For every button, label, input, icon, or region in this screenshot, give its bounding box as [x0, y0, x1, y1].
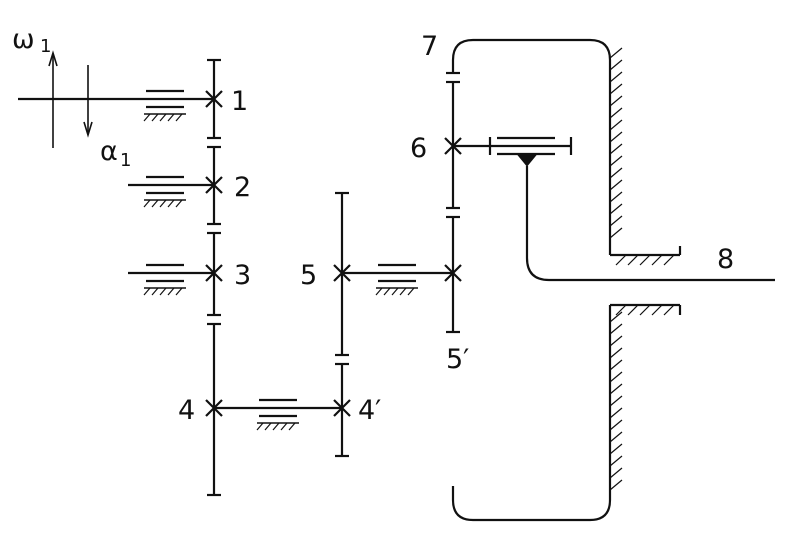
bearing-2 [143, 175, 186, 208]
gear-4-shaft [205, 399, 351, 417]
bearing-3 [143, 263, 186, 296]
output-shaft-label: 8 [717, 244, 734, 275]
gear-6-hub [444, 137, 573, 155]
alpha-arrow [83, 65, 93, 138]
bearing-4 [256, 398, 299, 431]
gear-1-hub [205, 90, 223, 108]
ring-gear-7-label: 7 [421, 31, 438, 62]
planet-bearing [497, 136, 555, 156]
omega-arrow [48, 50, 58, 148]
bearing-5 [375, 263, 418, 296]
gear-5-prime-label: 5′ [446, 344, 469, 375]
gear-5-label: 5 [300, 260, 317, 291]
planet-carrier-arm [516, 154, 775, 282]
gear-column-middle [335, 191, 349, 458]
gear-4-prime-label: 4′ [358, 395, 381, 426]
gear-column-right [446, 71, 460, 334]
gear-6-label: 6 [410, 133, 427, 164]
gear-4-label: 4 [178, 395, 195, 426]
ring-gear-7 [451, 38, 612, 522]
alpha-symbol: α [100, 136, 118, 167]
gear-5-shaft [333, 264, 462, 282]
gear-3-shaft [128, 264, 223, 282]
omega-subscript: 1 [40, 36, 51, 57]
gear-2-label: 2 [234, 172, 251, 203]
gear-1-label: 1 [231, 86, 248, 117]
omega-symbol: ω [12, 24, 35, 55]
fixed-housing [609, 47, 682, 491]
alpha-subscript: 1 [120, 150, 131, 171]
bearing-1 [143, 89, 186, 122]
gear-2-shaft [128, 176, 223, 194]
gear-3-label: 3 [234, 260, 251, 291]
